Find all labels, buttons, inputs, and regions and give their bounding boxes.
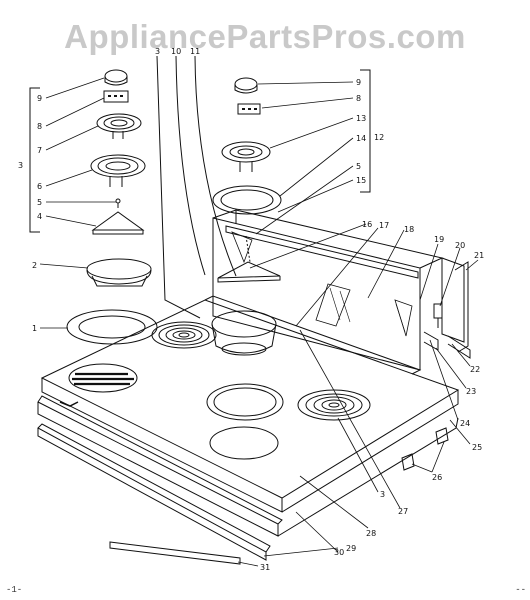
callout-6: 6 <box>37 182 42 191</box>
callout-31: 31 <box>260 563 270 572</box>
callout-3-left: 3 <box>18 161 23 170</box>
glass-highlight <box>231 231 413 337</box>
callout-25: 25 <box>472 443 482 452</box>
callout-21: 21 <box>474 251 484 260</box>
cooktop-top-surface <box>40 299 460 499</box>
top-leader-lines <box>156 55 237 319</box>
callout-22: 22 <box>470 365 480 374</box>
bottom-panel <box>37 423 271 553</box>
callout-7: 7 <box>37 146 42 155</box>
left-group-bracket <box>29 87 40 233</box>
callout-8-left: 8 <box>37 122 42 131</box>
bracket-23 <box>423 331 439 351</box>
callout-3-bottom: 3 <box>380 490 385 499</box>
callout-30: 30 <box>334 548 344 557</box>
footer-mark: -- <box>515 585 526 595</box>
support-right <box>217 261 281 279</box>
small-element-left <box>96 113 142 133</box>
hinge-26a <box>435 427 449 445</box>
coil-element-back-left <box>151 321 217 349</box>
callout-29: 29 <box>346 544 356 553</box>
hole-front-left-filled <box>68 363 138 393</box>
element-14 <box>212 185 282 215</box>
callout-13: 13 <box>356 114 366 123</box>
callout-26: 26 <box>432 473 442 482</box>
callout-5-right: 5 <box>356 162 361 171</box>
hinge-26b <box>401 453 415 471</box>
callout-27: 27 <box>398 507 408 516</box>
large-element-left <box>90 154 146 178</box>
callout-8-right: 8 <box>356 94 361 103</box>
callout-leaders <box>39 77 479 567</box>
hole-front-right-open <box>209 426 279 460</box>
bracket-22 <box>447 335 471 359</box>
callout-18: 18 <box>404 225 414 234</box>
knob-cap-left <box>104 69 128 83</box>
callout-1: 1 <box>32 324 37 333</box>
callout-24: 24 <box>460 419 470 428</box>
callout-9-right: 9 <box>356 78 361 87</box>
bottom-strip-31 <box>109 541 241 565</box>
knob-cap-right <box>234 77 258 91</box>
callout-19: 19 <box>434 235 444 244</box>
right-group-bracket <box>360 69 371 193</box>
callout-2: 2 <box>32 261 37 270</box>
switch-19 <box>433 303 443 319</box>
callout-23: 23 <box>466 387 476 396</box>
end-cap-21 <box>441 257 465 343</box>
callout-12: 12 <box>374 133 384 142</box>
clip-left <box>115 198 121 204</box>
right-parts-stack <box>212 69 371 283</box>
receptacle-right <box>237 103 261 115</box>
callout-numbers: 9 8 7 6 5 4 3 2 1 3 10 11 9 8 13 14 12 5… <box>18 47 484 572</box>
cooktop-lower-frame <box>37 395 283 525</box>
callout-14: 14 <box>356 134 366 143</box>
callout-4: 4 <box>37 212 42 221</box>
page-number: -1- <box>6 585 23 595</box>
cooktop <box>37 295 460 565</box>
backsplash <box>212 209 471 371</box>
callout-3-top: 3 <box>155 47 160 56</box>
callout-11: 11 <box>190 47 200 56</box>
trim-strip-18 <box>225 225 419 279</box>
callout-10: 10 <box>171 47 181 56</box>
left-parts-stack <box>29 69 158 345</box>
callout-9-left: 9 <box>37 94 42 103</box>
element-13 <box>221 141 271 163</box>
receptacle-left <box>103 90 129 103</box>
hole-front-center-ring <box>206 383 284 421</box>
callout-15: 15 <box>356 176 366 185</box>
cooktop-rear-lip <box>204 295 422 375</box>
trim-ring-1 <box>66 309 158 345</box>
callout-5-left: 5 <box>37 198 42 207</box>
callout-28: 28 <box>366 529 376 538</box>
support-left <box>91 211 145 231</box>
drip-pan-2 <box>86 269 152 285</box>
callout-17: 17 <box>379 221 389 230</box>
callout-20: 20 <box>455 241 465 250</box>
callout-16: 16 <box>362 220 372 229</box>
